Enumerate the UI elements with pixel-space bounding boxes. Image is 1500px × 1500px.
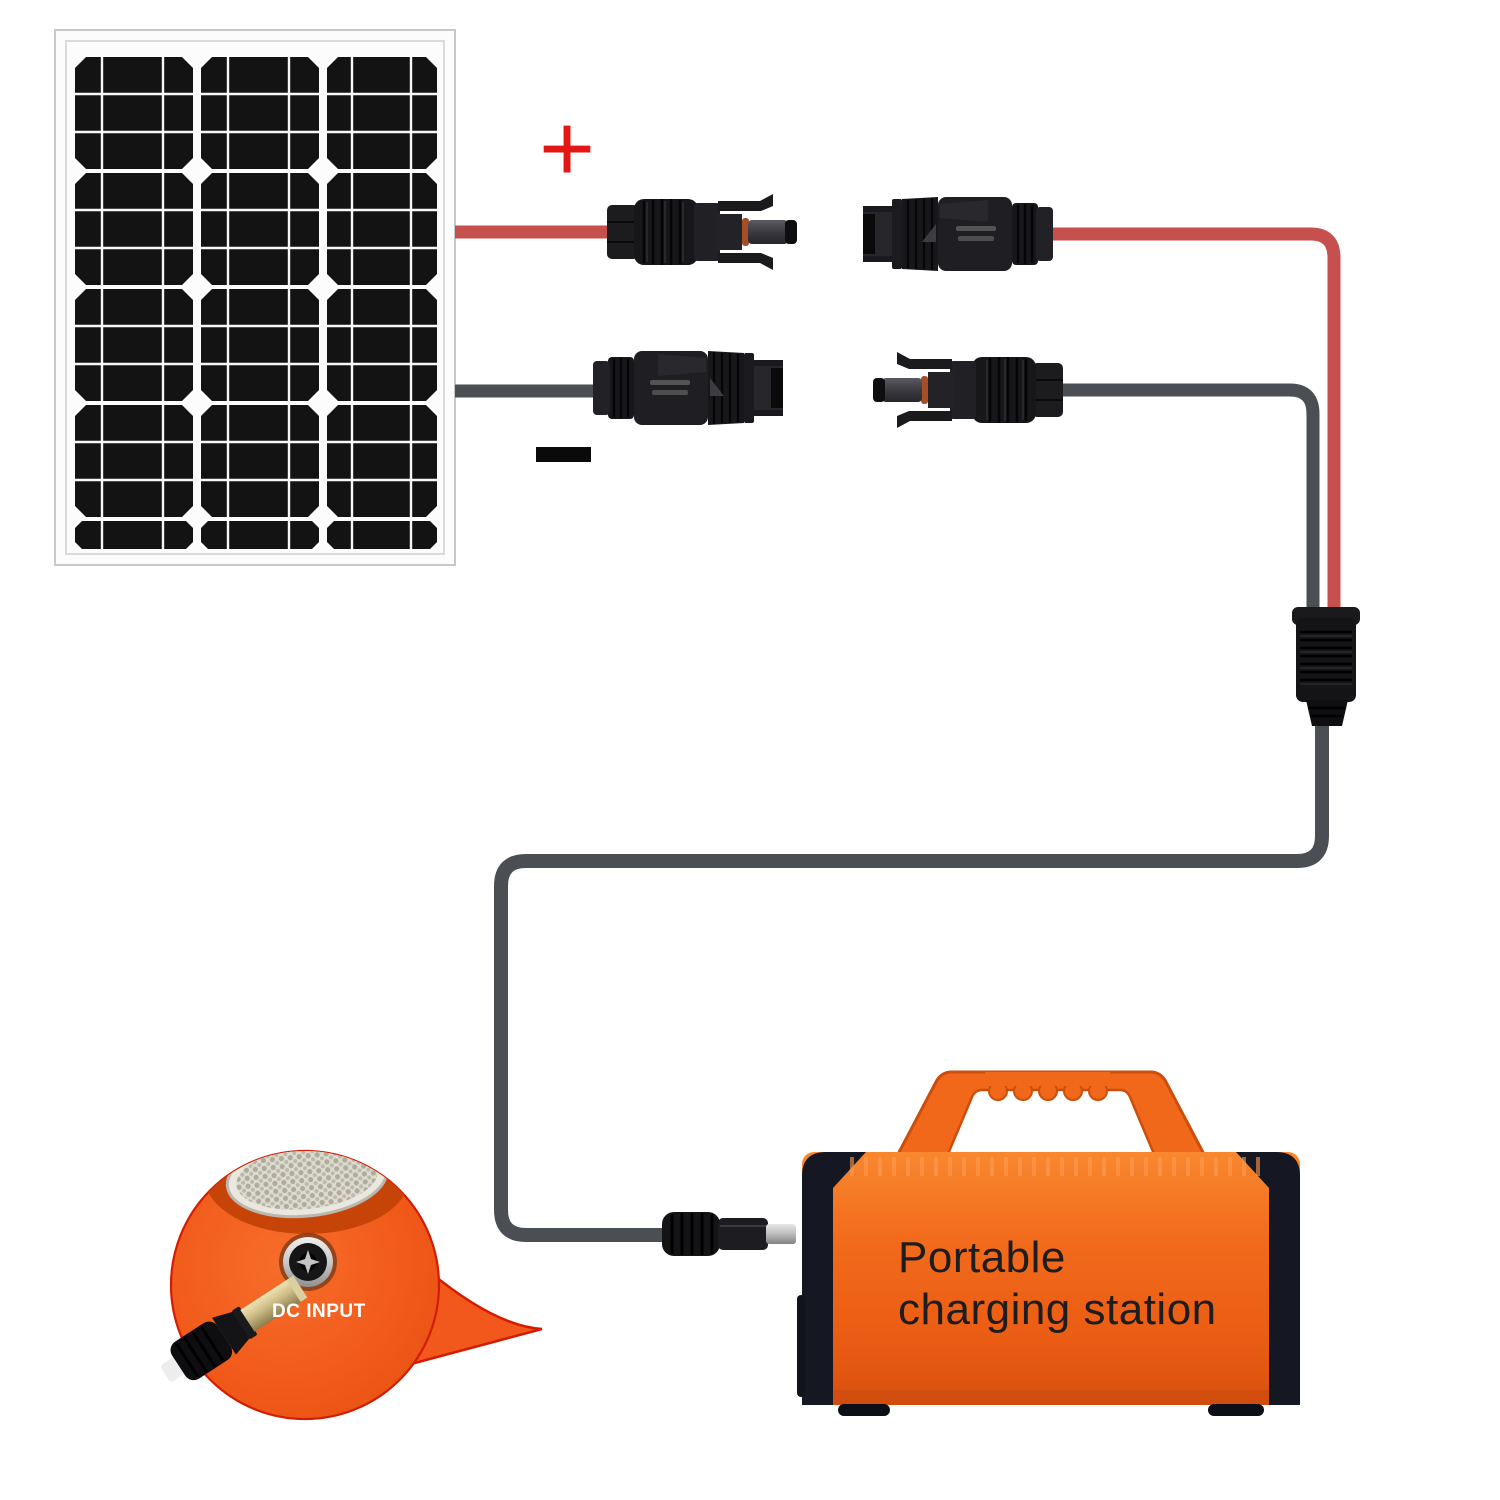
positive-polarity-symbol: + [538,95,596,202]
output-cable [494,716,1329,1242]
dc-input-closeup-bubble [160,1149,543,1421]
station-foot-right [1208,1404,1264,1416]
mc4-connector-negative-adapter-side [871,350,1065,430]
station-side-port-cover [797,1295,805,1397]
dc-barrel-plug [662,1212,796,1256]
negative-polarity-symbol: − [536,447,591,462]
station-right-edge [1269,1152,1300,1405]
portable-charging-station [797,1070,1300,1416]
station-left-edge [802,1152,833,1405]
mc4-connector-positive-adapter-side [861,195,1055,273]
station-body [802,1152,1300,1405]
station-handle-opening [946,1088,1156,1156]
solar-panel-gridlines [75,57,437,549]
dc-plug-tip [766,1224,796,1244]
mc4-connector-positive-panel-side [605,192,799,272]
station-label-line2: charging station [898,1285,1217,1334]
y-adapter-junction [1292,607,1360,726]
station-handle-grip-bumps [985,1072,1110,1101]
positive-cable-adapter-segment [1048,227,1341,614]
station-foot-left [838,1404,890,1416]
mc4-connector-negative-panel-side [591,349,785,427]
inset-dc-plug [160,1275,308,1382]
dc-input-label: DC INPUT [272,1301,366,1322]
station-label-line1: Portable [898,1233,1066,1282]
led-array [225,1151,389,1219]
solar-panel [54,29,456,566]
station-label: Portable charging station [898,1232,1258,1336]
negative-cable-adapter-segment [1058,383,1320,614]
station-rib-texture [850,1157,1260,1176]
